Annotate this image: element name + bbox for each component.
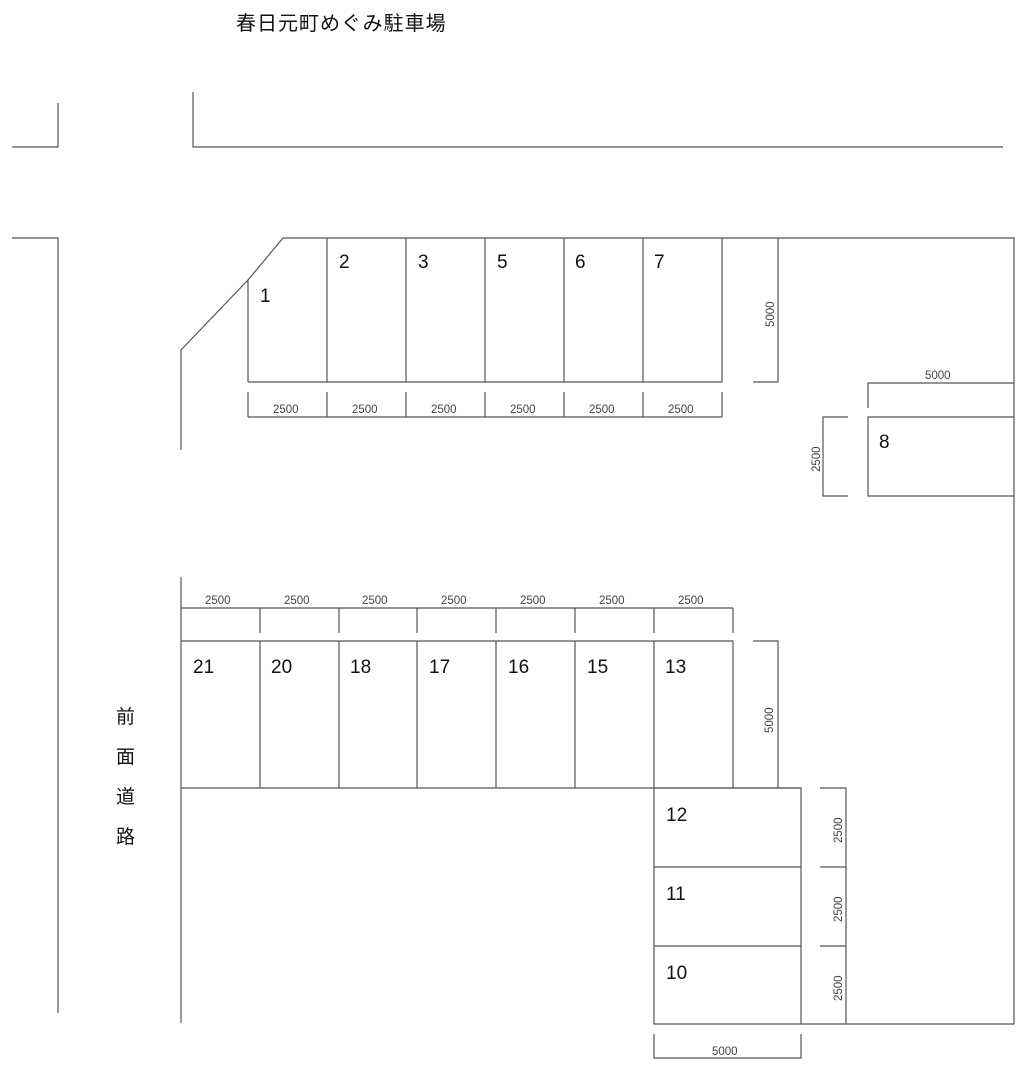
site-boundaries <box>12 92 1015 1025</box>
slot-number: 17 <box>429 657 450 678</box>
middle-row-slots: 21 20 18 17 16 15 13 2500 2500 2500 2500… <box>181 595 801 789</box>
slot-number: 5 <box>497 252 508 273</box>
slot-number: 3 <box>418 252 429 273</box>
lot-outer-right <box>722 237 1015 1025</box>
dimension-label: 2500 <box>431 404 457 416</box>
slot-number: 1 <box>260 286 271 307</box>
dimension-label: 2500 <box>833 896 845 922</box>
dimension-label: 2500 <box>273 404 299 416</box>
road-label-char: 面 <box>116 746 135 768</box>
slot-number: 15 <box>587 657 608 678</box>
slot-number: 6 <box>575 252 586 273</box>
dimension-label: 2500 <box>352 404 378 416</box>
dimension-line <box>753 640 779 788</box>
dimension-line <box>653 1034 802 1059</box>
top-row-slots: 1 2 3 5 6 7 2500 2500 2500 2500 2500 250… <box>247 237 779 418</box>
dimension-label: 2500 <box>833 975 845 1001</box>
stack-outline <box>653 787 802 1025</box>
lot-west-chamfer <box>180 279 249 450</box>
road-label-char: 道 <box>116 786 135 808</box>
dimension-label: 5000 <box>764 707 776 733</box>
dimension-label: 5000 <box>712 1046 738 1058</box>
dimension-label: 2500 <box>811 446 823 472</box>
dimension-label: 2500 <box>678 595 704 607</box>
slot-number: 16 <box>508 657 529 678</box>
slot-number: 11 <box>666 884 686 905</box>
boundary-top <box>192 92 1003 148</box>
dimension-label: 2500 <box>668 404 694 416</box>
dimension-label: 2500 <box>284 595 310 607</box>
road-label-char: 前 <box>116 706 135 728</box>
slot-8: 8 5000 2500 <box>811 370 1014 497</box>
slot-number: 2 <box>339 252 350 273</box>
slot-number: 21 <box>193 657 214 678</box>
dimension-label: 2500 <box>520 595 546 607</box>
slot-outline <box>867 416 1014 497</box>
slot-number: 13 <box>665 657 686 678</box>
dimension-label: 2500 <box>441 595 467 607</box>
bottom-stack-slots: 12 11 10 2500 2500 2500 5000 <box>653 787 847 1059</box>
dimension-label: 5000 <box>765 301 777 327</box>
slot-number: 8 <box>879 432 890 453</box>
boundary-top-left <box>12 103 59 148</box>
dimension-line <box>822 416 848 497</box>
slot-number: 12 <box>666 805 687 826</box>
dimension-label: 2500 <box>833 817 845 843</box>
dimension-label: 5000 <box>925 370 951 382</box>
slot-number: 7 <box>654 252 665 273</box>
slot-number: 10 <box>666 963 687 984</box>
dimension-line <box>753 238 779 383</box>
dimension-label: 2500 <box>510 404 536 416</box>
dimension-label: 2500 <box>205 595 231 607</box>
slot-number: 20 <box>271 657 292 678</box>
road-left-edge <box>12 237 59 1013</box>
slot-number: 18 <box>350 657 371 678</box>
dimension-label: 2500 <box>362 595 388 607</box>
dimension-line <box>820 787 847 1024</box>
road-label-char: 路 <box>116 826 135 848</box>
dimension-label: 2500 <box>589 404 615 416</box>
dimension-line <box>867 382 1014 408</box>
road-label: 前 面 道 路 <box>116 706 135 848</box>
page-title: 春日元町めぐみ駐車場 <box>236 11 447 35</box>
dimension-label: 2500 <box>599 595 625 607</box>
